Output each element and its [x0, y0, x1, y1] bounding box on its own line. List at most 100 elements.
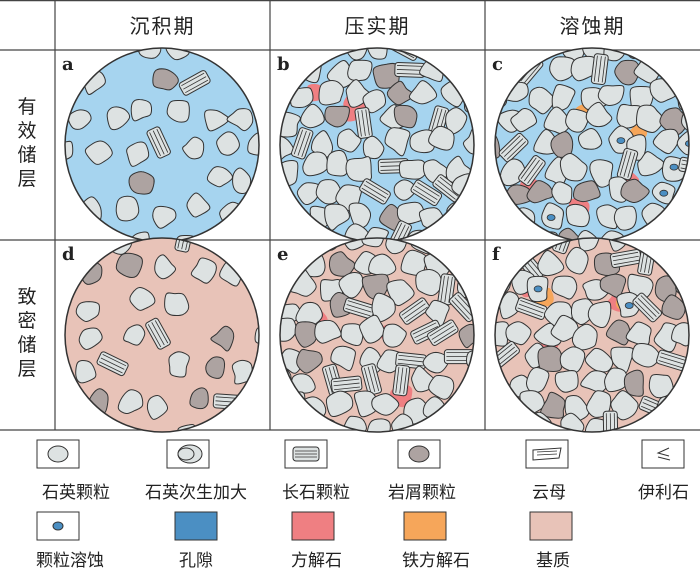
panel-label-b: b [277, 54, 290, 75]
dissolution-pore [670, 164, 678, 170]
lithic-grain [290, 229, 313, 249]
quartz-grain [690, 295, 700, 321]
quartz-grain [566, 204, 589, 226]
quartz-grain [435, 228, 458, 253]
quartz-grain [299, 59, 322, 83]
illite-icon [642, 440, 684, 468]
quartz-grain [511, 223, 537, 245]
quartz-grain [231, 43, 253, 64]
quartz-grain-icon [37, 440, 79, 468]
lithic-grain [258, 195, 283, 220]
quartz-grain [445, 248, 466, 270]
quartz-grain [271, 318, 297, 341]
grain-dissolution-icon [37, 512, 79, 540]
legend-label-illite: 伊利石 [638, 478, 689, 503]
quartz-grain [678, 223, 700, 251]
quartz-grain [169, 352, 190, 377]
legend-label-quartz-overgrowth: 石英次生加大 [145, 478, 247, 503]
thin-section-b [264, 32, 504, 257]
dissolution-pore [625, 303, 633, 309]
dissolution-pore [660, 190, 668, 196]
quartz-grain [53, 141, 72, 161]
row-label-tight: 致密储层 [4, 285, 50, 381]
quartz-grain [513, 208, 534, 231]
panel-label-c: c [492, 54, 503, 75]
feldspar-grain-icon [285, 440, 327, 468]
quartz-grain [683, 252, 700, 280]
calcite-swatch [292, 512, 334, 540]
lithic-grain [466, 373, 492, 400]
panel-label-e: e [277, 244, 288, 265]
quartz-grain [485, 414, 508, 438]
matrix-swatch [530, 512, 572, 540]
quartz-grain [276, 112, 301, 137]
quartz-grain [298, 397, 326, 421]
quartz-grain [469, 65, 494, 85]
dissolution-pore [547, 215, 555, 221]
quartz-grain [694, 59, 700, 84]
legend-label-mica: 云母 [532, 478, 566, 503]
quartz-grain [649, 416, 674, 443]
quartz-grain [614, 206, 636, 230]
feldspar-grain [591, 53, 609, 84]
quartz-grain [438, 223, 461, 250]
legend-label-quartz: 石英颗粒 [42, 478, 110, 503]
panel-label-d: d [62, 244, 75, 265]
legend-label-matrix: 基质 [536, 546, 570, 571]
quartz-grain [493, 396, 517, 422]
feldspar-grain [393, 365, 411, 396]
thin-section-c [477, 30, 700, 256]
dissolution-pore [534, 286, 542, 292]
quartz-grain [165, 293, 189, 316]
ferrocalcite-swatch [404, 512, 446, 540]
quartz-grain [686, 394, 700, 417]
quartz-grain [477, 182, 504, 203]
quartz-grain [275, 161, 298, 187]
feldspar-grain [603, 411, 618, 441]
quartz-grain [264, 277, 289, 303]
header-deposition: 沉积期 [55, 10, 270, 42]
legend-label-dissolution: 颗粒溶蚀 [36, 546, 104, 571]
quartz-grain [464, 222, 491, 247]
lithic-grain [538, 346, 562, 371]
quartz-grain [665, 56, 688, 81]
quartz-grain [232, 360, 252, 383]
header-compaction: 压实期 [270, 10, 485, 42]
pore-swatch [175, 512, 217, 540]
quartz-grain [480, 367, 503, 392]
quartz-grain [49, 199, 71, 218]
legend-label-pore: 孔隙 [179, 546, 213, 571]
lithic-grain [129, 172, 154, 194]
thin-section-d [44, 220, 299, 451]
quartz-grain [686, 203, 700, 229]
legend-label-feldspar: 长石颗粒 [282, 478, 350, 503]
quartz-grain [319, 81, 343, 105]
quartz-grain [656, 397, 682, 421]
mica-icon [526, 440, 568, 468]
dissolution-pore [496, 281, 504, 287]
lithic-grain [236, 420, 255, 446]
feldspar-grain [668, 243, 687, 275]
quartz-grain [447, 202, 472, 225]
thin-section-f [476, 218, 700, 447]
lithic-grain-icon [398, 440, 440, 468]
quartz-grain [486, 272, 510, 295]
quartz-grain [264, 183, 287, 210]
row-label-tight-text: 致密储层 [17, 286, 36, 380]
panel-label-f: f [492, 244, 500, 265]
quartz-overgrowth-icon [167, 440, 209, 468]
quartz-grain [44, 388, 70, 411]
quartz-grain [475, 200, 497, 223]
dissolution-pore [617, 138, 625, 144]
lithic-grain [274, 205, 297, 230]
panel-label-a: a [62, 54, 74, 75]
quartz-grain [244, 391, 268, 413]
quartz-grain [555, 371, 578, 393]
legend-label-ferrocalcite: 铁方解石 [402, 546, 470, 571]
quartz-grain [692, 344, 700, 368]
quartz-grain [348, 60, 372, 80]
feldspar-grain [449, 56, 482, 84]
quartz-grain [466, 392, 490, 414]
quartz-grain [681, 370, 700, 396]
quartz-grain [346, 157, 371, 182]
